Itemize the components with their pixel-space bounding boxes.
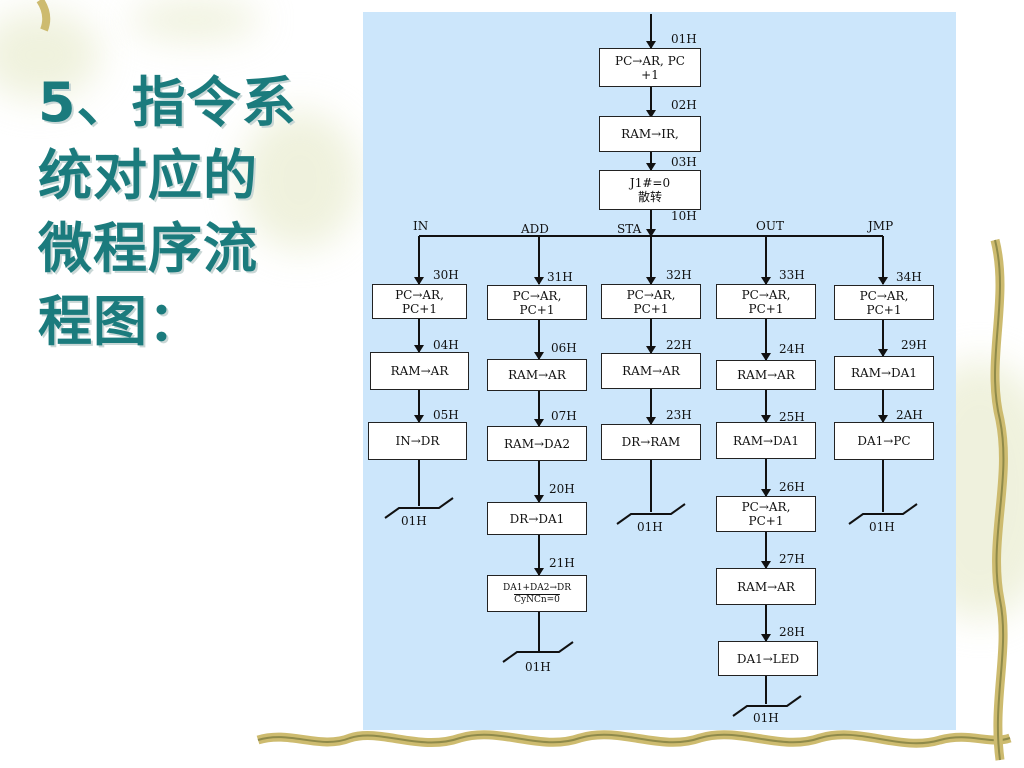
flowchart-connectors	[384, 14, 918, 717]
address-label: 01H	[671, 32, 697, 46]
microinstruction-box-21H: DA1+DA2→DR CyNCn=0	[487, 575, 587, 612]
background-blob	[130, 0, 260, 40]
microinstruction-box-03H: J1#=0 散转	[599, 170, 701, 210]
address-label: 25H	[779, 410, 805, 424]
address-label: 24H	[779, 342, 805, 356]
microinstruction-box-25H: RAM→DA1	[716, 422, 816, 459]
address-label: 33H	[779, 268, 805, 282]
background-blob	[0, 10, 100, 100]
address-label: 22H	[666, 338, 692, 352]
address-label: 27H	[779, 552, 805, 566]
background-blob	[240, 110, 360, 250]
microinstruction-box-30H: PC→AR, PC+1	[372, 284, 467, 319]
address-label: 26H	[779, 480, 805, 494]
terminal-label: 01H	[869, 520, 895, 534]
address-label: 06H	[551, 341, 577, 355]
address-label: 29H	[901, 338, 927, 352]
address-label: 04H	[433, 338, 459, 352]
microinstruction-box-20H: DR→DA1	[487, 502, 587, 535]
microinstruction-box-33H: PC→AR, PC+1	[716, 284, 816, 319]
microinstruction-box-02H: RAM→IR,	[599, 116, 701, 152]
address-label: 10H	[671, 209, 697, 223]
address-label: 07H	[551, 409, 577, 423]
microinstruction-box-04H: RAM→AR	[370, 352, 469, 390]
terminal-label: 01H	[637, 520, 663, 534]
terminal-label: 01H	[401, 514, 427, 528]
microprogram-flowchart: PC→AR, PC +1 RAM→IR, J1#=0 散转 PC→AR, PC+…	[363, 12, 956, 730]
box-line-2: CyNCn=0	[514, 594, 560, 605]
branch-label-out: OUT	[756, 219, 784, 233]
address-label: 23H	[666, 408, 692, 422]
microinstruction-box-27H: RAM→AR	[716, 568, 816, 605]
slide-title: 5、指令系统对应的微程序流程图：	[38, 71, 297, 353]
address-label: 21H	[549, 556, 575, 570]
address-label: 03H	[671, 155, 697, 169]
address-label: 2AH	[896, 408, 923, 422]
microinstruction-box-22H: RAM→AR	[601, 353, 701, 389]
address-label: 05H	[433, 408, 459, 422]
microinstruction-box-32H: PC→AR, PC+1	[601, 284, 701, 319]
address-label: 34H	[896, 270, 922, 284]
address-label: 31H	[547, 270, 573, 284]
box-line-1: DA1+DA2→DR	[503, 582, 571, 593]
microinstruction-box-23H: DR→RAM	[601, 424, 701, 460]
microinstruction-box-24H: RAM→AR	[716, 360, 816, 390]
address-label: 28H	[779, 625, 805, 639]
microinstruction-box-2AH: DA1→PC	[834, 422, 934, 460]
microinstruction-box-26H: PC→AR, PC+1	[716, 496, 816, 532]
address-label: 02H	[671, 98, 697, 112]
address-label: 20H	[549, 482, 575, 496]
address-label: 30H	[433, 268, 459, 282]
terminal-label: 01H	[525, 660, 551, 674]
microinstruction-box-34H: PC→AR, PC+1	[834, 285, 934, 320]
microinstruction-box-06H: RAM→AR	[487, 359, 587, 391]
microinstruction-box-07H: RAM→DA2	[487, 426, 587, 461]
branch-label-in: IN	[413, 219, 429, 233]
microinstruction-box-05H: IN→DR	[368, 422, 467, 460]
microinstruction-box-29H: RAM→DA1	[834, 356, 934, 390]
branch-label-jmp: JMP	[868, 219, 894, 233]
microinstruction-box-28H: DA1→LED	[718, 641, 818, 676]
address-label: 32H	[666, 268, 692, 282]
branch-label-sta: STA	[617, 222, 642, 236]
terminal-label: 01H	[753, 711, 779, 725]
microinstruction-box-01H: PC→AR, PC +1	[599, 48, 701, 87]
microinstruction-box-31H: PC→AR, PC+1	[487, 285, 587, 320]
branch-label-add: ADD	[521, 222, 549, 236]
